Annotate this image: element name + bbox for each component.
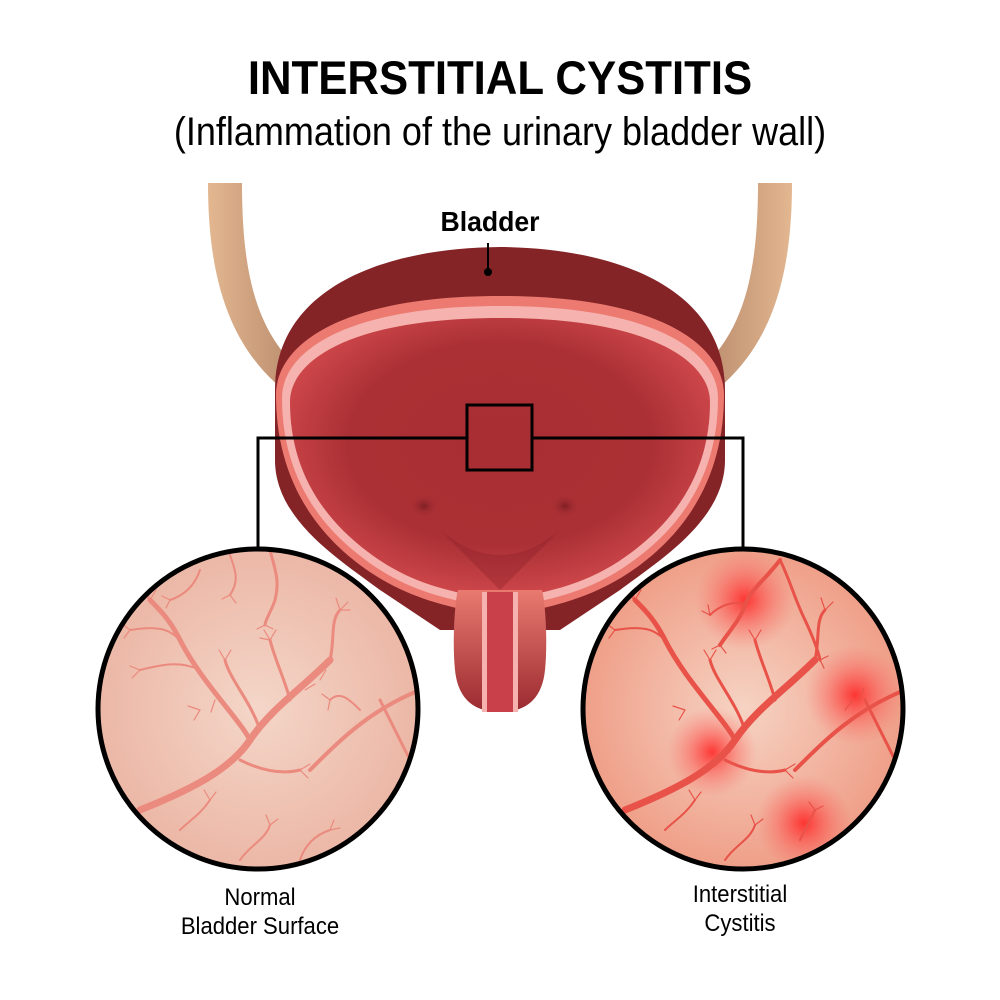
caption-normal-line2: Bladder Surface: [180, 913, 340, 940]
caption-normal-surface: Normal Bladder Surface: [150, 883, 371, 941]
inflammation-spot: [805, 645, 903, 745]
page-title: INTERSTITIAL CYSTITIS: [247, 51, 753, 104]
interstitial-cystitis-magnifier: [580, 546, 906, 872]
caption-ic-line1: Interstitial: [692, 881, 788, 908]
bladder-label: Bladder: [440, 206, 540, 237]
caption-interstitial-cystitis: Interstitial Cystitis: [630, 880, 851, 938]
label-pointer-dot: [484, 268, 492, 276]
bladder: [275, 247, 725, 712]
ureter-left: [208, 183, 300, 395]
caption-normal-line1: Normal: [224, 884, 296, 911]
ureter-right: [700, 183, 792, 395]
inflammation-spot: [667, 707, 757, 797]
zoom-callout: [256, 403, 745, 549]
caption-ic-line2: Cystitis: [704, 910, 776, 937]
page-subtitle: (Inflammation of the urinary bladder wal…: [173, 110, 827, 154]
normal-surface-magnifier: [95, 546, 421, 872]
